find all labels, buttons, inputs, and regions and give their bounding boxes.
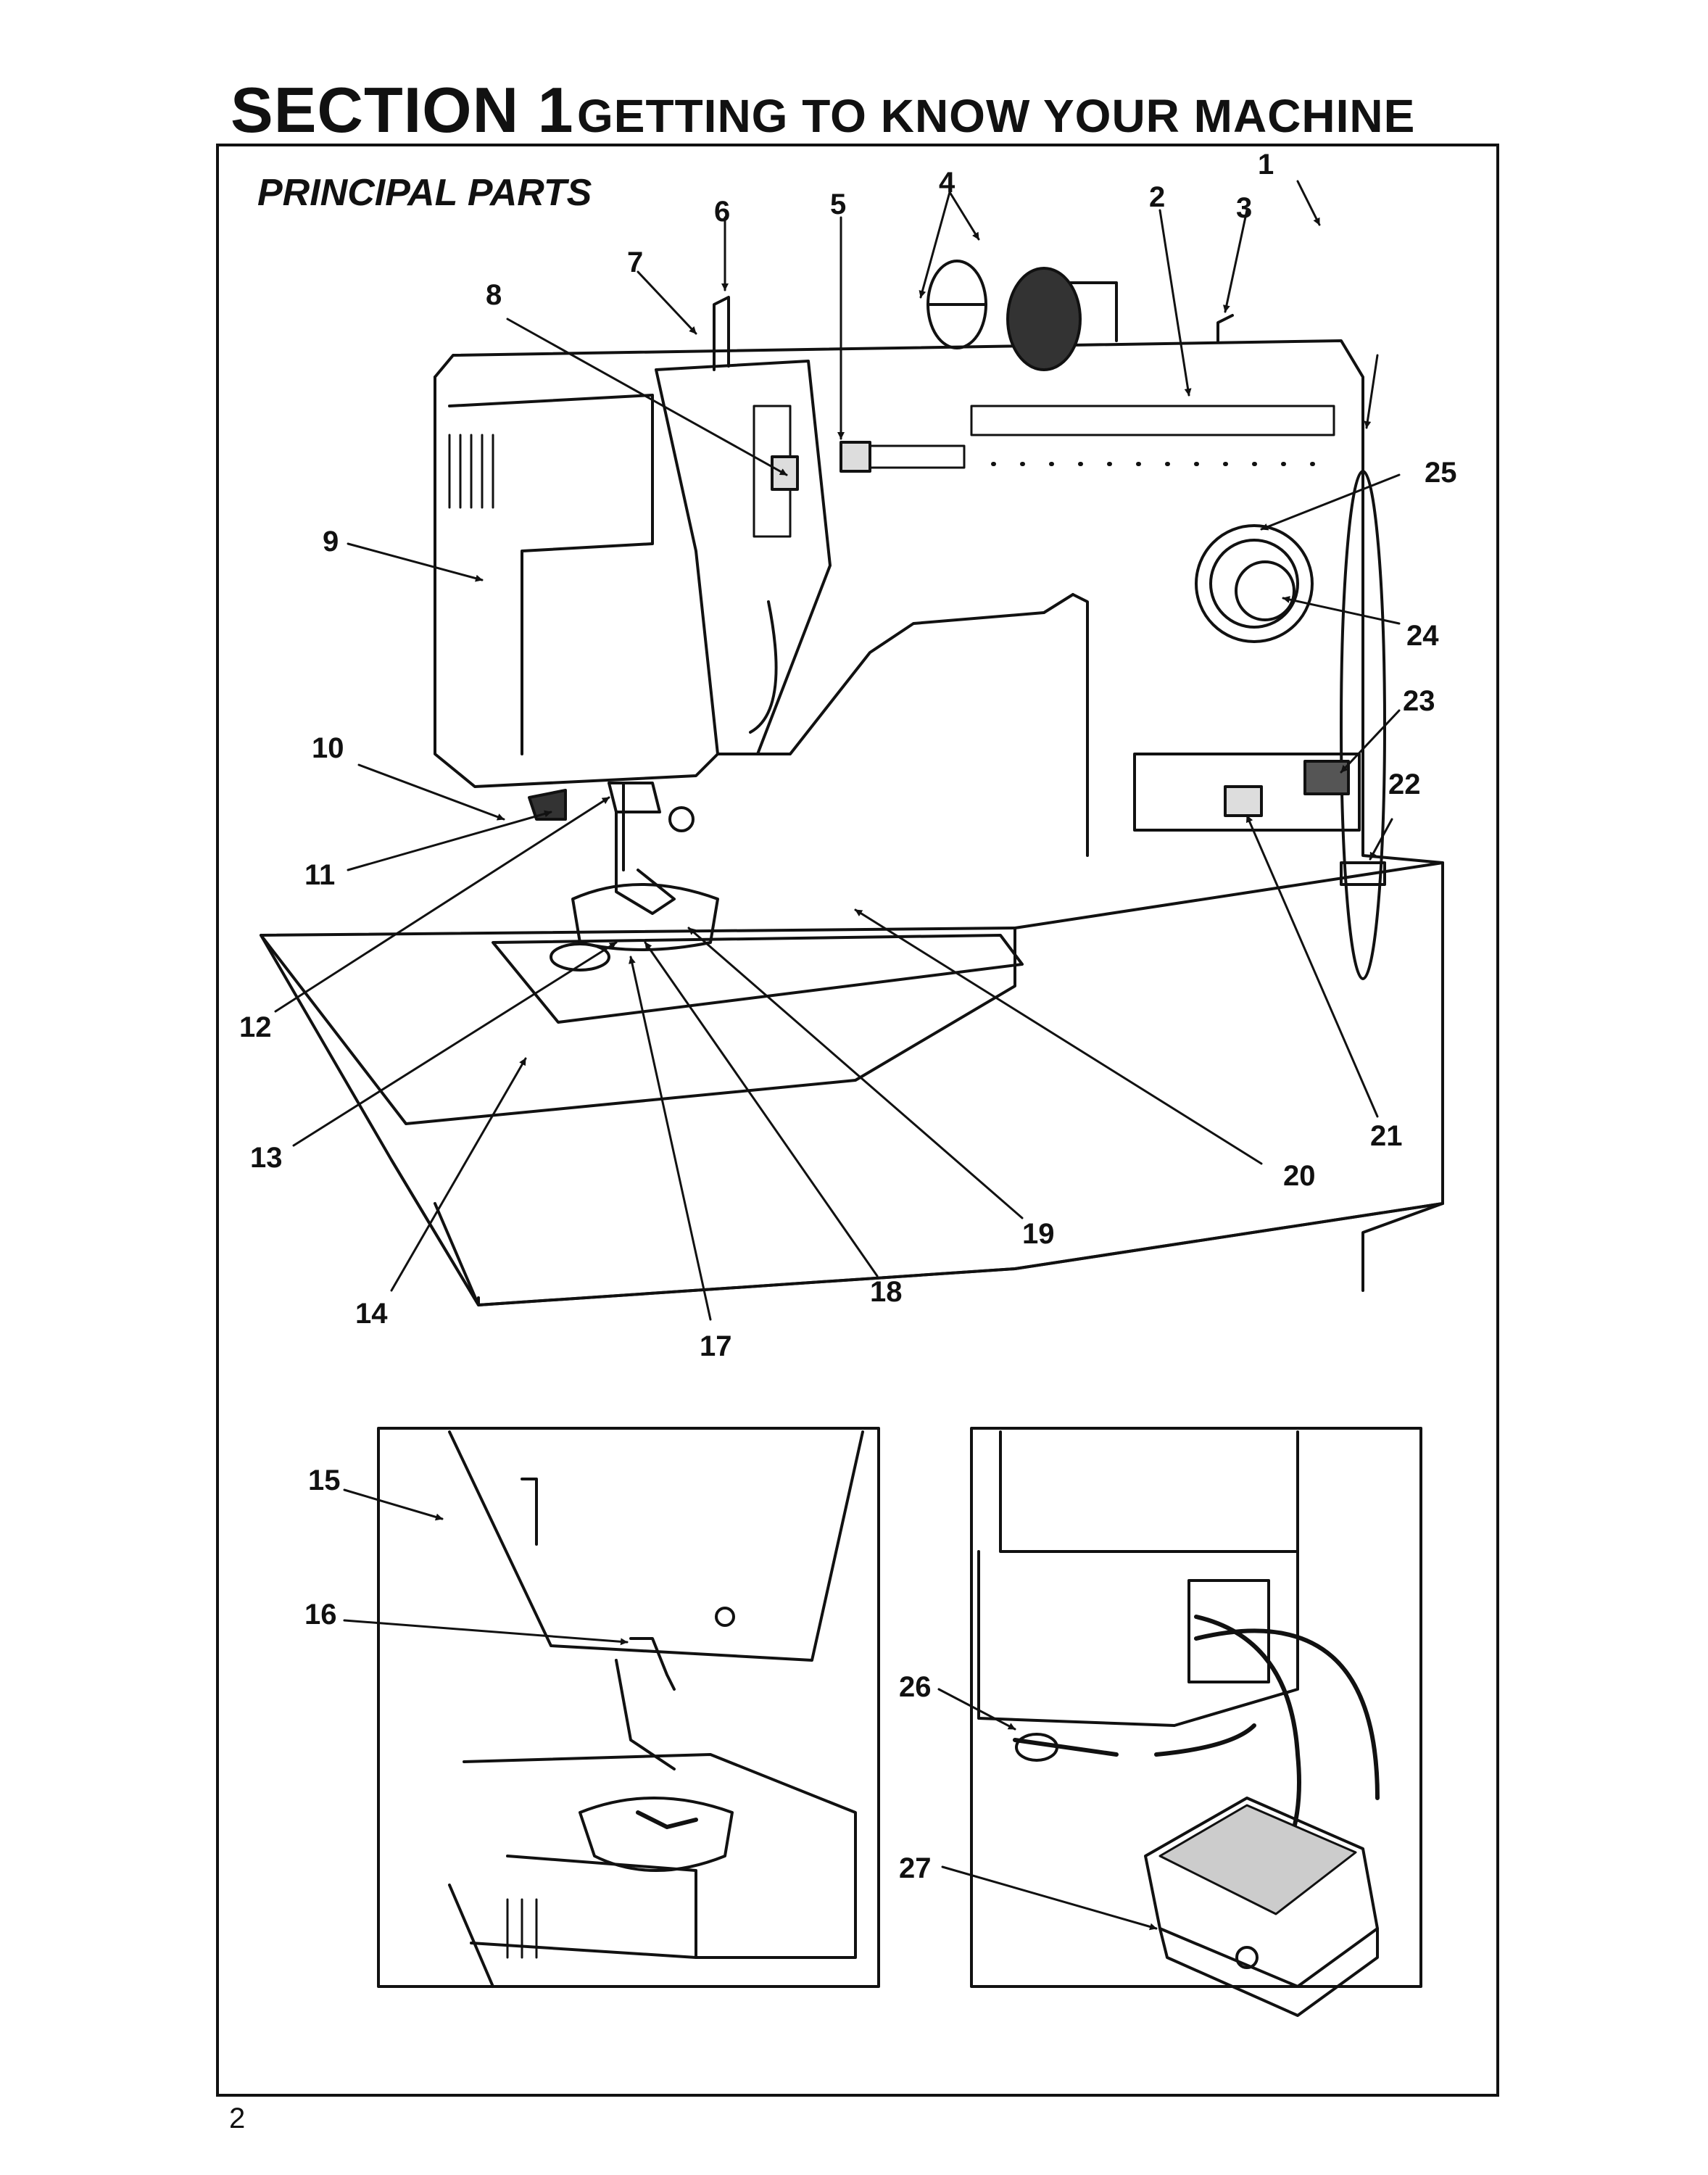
plug [1015,1733,1058,1762]
needle-clamp-screw [668,806,695,832]
side-cover [448,394,654,755]
callout-21: 21 [1370,1120,1403,1152]
callout-9: 9 [323,526,339,558]
callout-16: 16 [304,1599,337,1631]
page-number: 2 [229,2102,246,2134]
callout-15: 15 [308,1464,341,1496]
thread-guide [1216,314,1234,342]
callout-10: 10 [312,732,344,764]
section-number: SECTION 1 [231,74,574,146]
section-heading: SECTION 1 GETTING TO KNOW YOUR MACHINE [231,75,1499,145]
callout-18: 18 [870,1276,903,1308]
stitch-length-panel [1133,753,1361,832]
bed-lower [434,1202,1444,1306]
callout-26: 26 [899,1671,932,1703]
callout-14: 14 [355,1298,388,1330]
presser-foot [615,811,676,915]
callout-11: 11 [304,859,335,891]
callout-24: 24 [1406,620,1439,652]
free-arm [260,927,1016,1125]
spool [1006,267,1082,371]
stitch-width-dial-inner [1235,560,1295,621]
callout-25: 25 [1425,457,1457,489]
needle-clamp [608,782,661,813]
callout-1: 1 [1258,149,1274,181]
callout-17: 17 [700,1330,732,1362]
machine-pillar [1071,593,1089,857]
callout-23: 23 [1403,685,1435,717]
presser-foot-lift [528,789,567,821]
stitch-width-dial-ring [1209,539,1299,629]
callout-8: 8 [486,279,502,311]
stitch-width-dial-outer [1195,524,1314,643]
callout-13: 13 [250,1142,283,1174]
power-switch [1340,861,1386,886]
section-title: GETTING TO KNOW YOUR MACHINE [577,90,1416,142]
selector-knob [840,441,871,473]
callout-4: 4 [939,167,955,199]
callout-27: 27 [899,1852,932,1884]
callout-20: 20 [1283,1160,1316,1192]
sub-heading: PRINCIPAL PARTS [257,172,592,214]
callout-7: 7 [627,246,643,278]
reverse-button [1303,760,1350,795]
stitch-pattern-panel [970,405,1335,436]
illustration-frame [216,144,1499,2097]
bed-plate [492,934,1024,1024]
bobbin-cover [550,942,610,972]
take-up-lever [713,296,730,371]
inset-presser-foot-frame [377,1427,880,1988]
stitch-length-lever [1224,785,1263,817]
callout-12: 12 [239,1011,272,1043]
callout-5: 5 [830,188,846,220]
inset-foot-control-frame [970,1427,1422,1988]
callout-2: 2 [1149,181,1165,213]
callout-22: 22 [1388,768,1421,800]
callout-19: 19 [1022,1218,1055,1250]
thread-cover [655,360,832,755]
callout-6: 6 [714,196,730,228]
vent-grille [448,434,494,509]
callout-3: 3 [1236,192,1252,224]
machine-arm [434,339,1444,1292]
